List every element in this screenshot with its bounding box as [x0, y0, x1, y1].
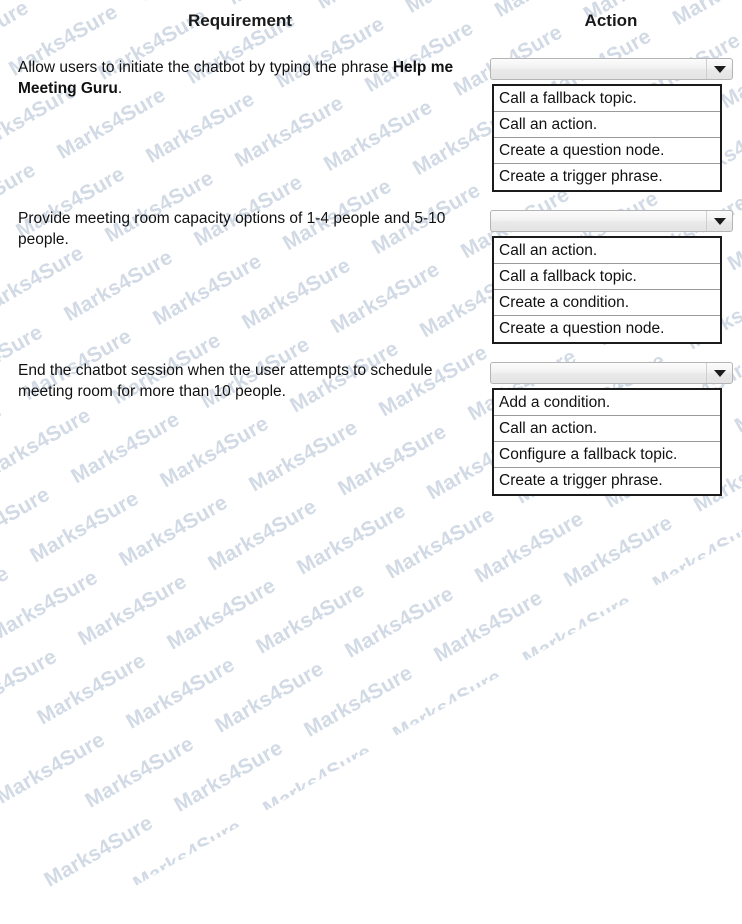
requirement-text-1-suffix: . — [117, 80, 123, 97]
requirement-text-3: End the chatbot session when the user at… — [18, 360, 468, 402]
list-item[interactable]: Call an action. — [494, 416, 720, 442]
list-item[interactable]: Call a fallback topic. — [494, 86, 720, 112]
action-dropdown-3[interactable] — [490, 362, 733, 384]
chevron-down-icon[interactable] — [706, 59, 732, 79]
action-dropdown-2[interactable] — [490, 210, 733, 232]
list-item[interactable]: Create a question node. — [494, 138, 720, 164]
requirement-text-1-prefix: Allow users to initiate the chatbot by t… — [18, 59, 393, 76]
requirement-text-3-prefix: End the chatbot session when the user at… — [18, 362, 433, 400]
requirement-text-2: Provide meeting room capacity options of… — [18, 208, 468, 250]
list-item[interactable]: Add a condition. — [494, 390, 720, 416]
action-dropdown-1[interactable] — [490, 58, 733, 80]
requirement-text-2-prefix: Provide meeting room capacity options of… — [18, 210, 446, 248]
list-item[interactable]: Create a question node. — [499, 320, 665, 337]
action-option-list-3[interactable]: Add a condition. Call an action. Configu… — [492, 388, 722, 496]
chevron-down-icon[interactable] — [706, 211, 732, 231]
column-header-action: Action — [584, 11, 638, 30]
requirement-text-1: Allow users to initiate the chatbot by t… — [18, 57, 468, 99]
question-content: Requirement Action Allow users to initia… — [18, 11, 733, 496]
action-option-list-1[interactable]: Call a fallback topic. Call an action. C… — [492, 84, 722, 192]
action-option-list-2[interactable]: Call an action. Call a fallback topic. C… — [492, 236, 722, 344]
chevron-down-icon[interactable] — [706, 363, 732, 383]
list-item[interactable]: Call an action. — [494, 238, 720, 264]
list-item[interactable]: Create a trigger phrase. — [499, 168, 663, 185]
column-header-requirement: Requirement — [188, 11, 292, 30]
requirement-text-1-bold: Help me Meeting Guru — [18, 59, 454, 97]
list-item[interactable]: Call an action. — [494, 112, 720, 138]
list-item[interactable]: Create a condition. — [494, 290, 720, 316]
list-item[interactable]: Call a fallback topic. — [494, 264, 720, 290]
list-item[interactable]: Configure a fallback topic. — [494, 442, 720, 468]
list-item[interactable]: Create a trigger phrase. — [499, 472, 663, 489]
